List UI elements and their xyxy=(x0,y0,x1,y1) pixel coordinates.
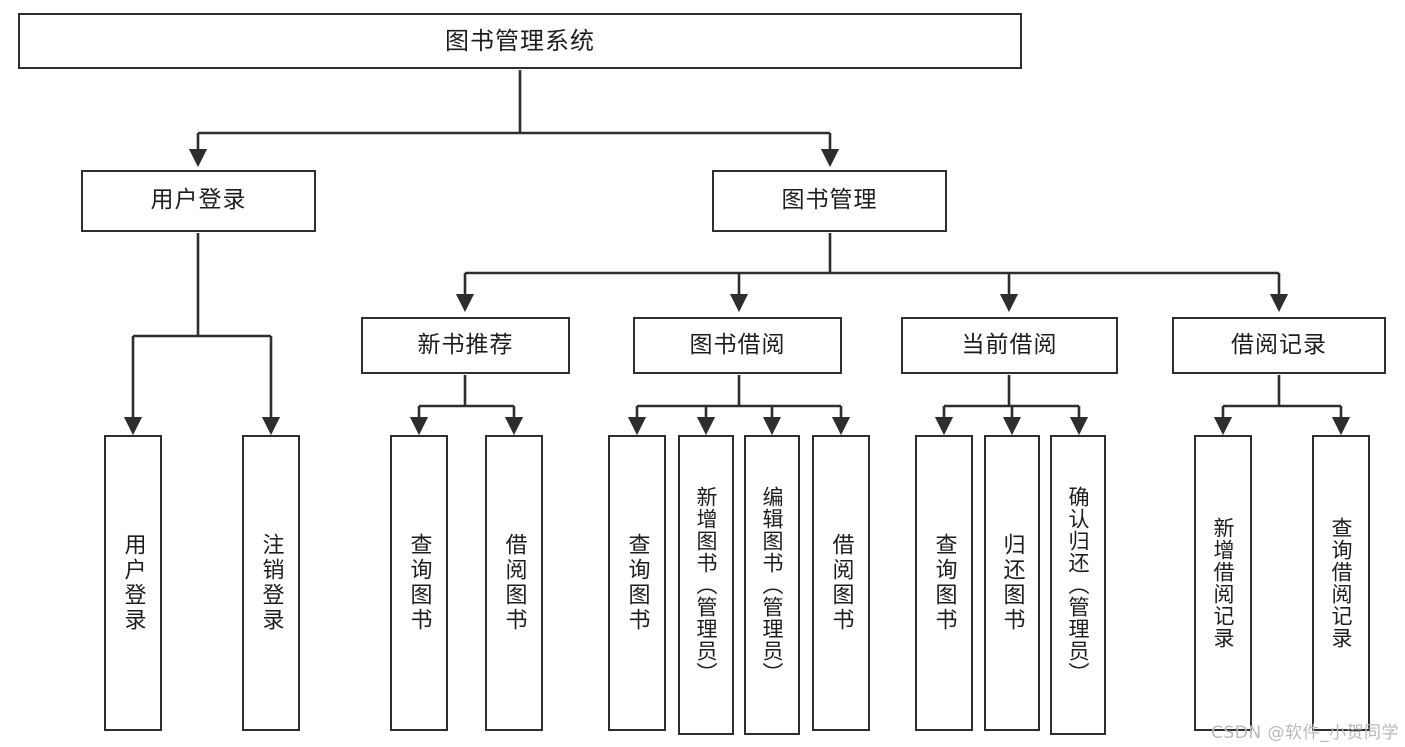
node-root-book-management-system[interactable]: 图书管理系统 xyxy=(18,13,1022,69)
leaf-current-borrow-query-book[interactable]: 查询图书 xyxy=(915,435,973,731)
leaf-user-login-login[interactable]: 用户登录 xyxy=(104,435,162,731)
leaf-new-book-borrow-book[interactable]: 借阅图书 xyxy=(485,435,543,731)
node-label: 查询图书 xyxy=(624,533,650,633)
node-label: 用户登录 xyxy=(120,533,146,633)
node-book-borrow[interactable]: 图书借阅 xyxy=(633,317,842,374)
node-label: 查询图书 xyxy=(931,533,957,633)
node-label: 借阅记录 xyxy=(1231,331,1327,358)
leaf-current-borrow-return-book[interactable]: 归还图书 xyxy=(984,435,1040,731)
leaf-borrow-record-add-record[interactable]: 新增借阅记录 xyxy=(1194,435,1252,731)
node-label: 查询图书 xyxy=(406,533,432,633)
leaf-borrow-record-query-record[interactable]: 查询借阅记录 xyxy=(1312,435,1370,731)
leaf-book-borrow-query-book[interactable]: 查询图书 xyxy=(608,435,666,731)
node-book-management[interactable]: 图书管理 xyxy=(712,170,947,232)
node-label: 查询借阅记录 xyxy=(1329,517,1354,649)
node-label: 图书管理系统 xyxy=(445,26,595,55)
node-label: 新增借阅记录 xyxy=(1211,517,1236,649)
node-current-borrow[interactable]: 当前借阅 xyxy=(901,317,1118,374)
node-label: 用户登录 xyxy=(150,187,247,214)
node-label: 归还图书 xyxy=(999,533,1025,633)
node-label: 注销登录 xyxy=(258,533,284,633)
leaf-new-book-query-book[interactable]: 查询图书 xyxy=(390,435,448,731)
node-label: 确认归还（管理员） xyxy=(1066,486,1091,684)
leaf-book-borrow-edit-book-admin[interactable]: 编辑图书（管理员） xyxy=(744,435,800,735)
leaf-current-borrow-confirm-return-admin[interactable]: 确认归还（管理员） xyxy=(1050,435,1106,735)
leaf-user-login-logout[interactable]: 注销登录 xyxy=(242,435,300,731)
leaf-book-borrow-borrow-book[interactable]: 借阅图书 xyxy=(812,435,870,731)
node-borrow-record[interactable]: 借阅记录 xyxy=(1172,317,1386,374)
node-label: 图书管理 xyxy=(781,187,878,214)
node-label: 新书推荐 xyxy=(417,331,514,358)
node-label: 借阅图书 xyxy=(501,533,527,633)
node-user-login[interactable]: 用户登录 xyxy=(81,170,316,232)
node-label: 借阅图书 xyxy=(828,533,854,633)
node-new-book-recommend[interactable]: 新书推荐 xyxy=(361,317,570,374)
node-label: 新增图书（管理员） xyxy=(694,486,719,684)
leaf-book-borrow-add-book-admin[interactable]: 新增图书（管理员） xyxy=(678,435,734,735)
node-label: 编辑图书（管理员） xyxy=(760,486,785,684)
csdn-watermark: CSDN @软件_小贺同学 xyxy=(1211,723,1399,743)
node-label: 图书借阅 xyxy=(689,331,786,358)
node-label: 当前借阅 xyxy=(961,331,1058,358)
